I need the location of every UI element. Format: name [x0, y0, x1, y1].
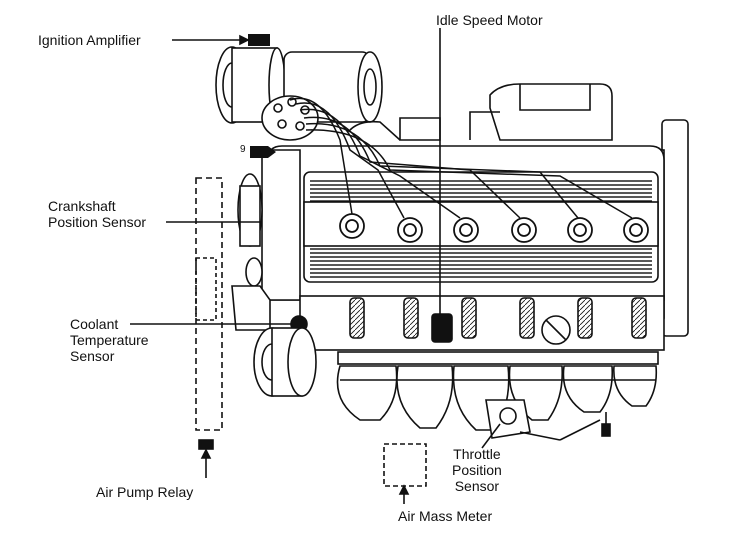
throttle-position-sensor-label: Throttle Position Sensor [452, 446, 502, 494]
spark-plugs [339, 213, 365, 239]
throttle-label-line1: Throttle [453, 446, 501, 462]
crankshaft-label-line2: Position Sensor [48, 214, 147, 230]
air-pump-relay-label: Air Pump Relay [96, 484, 194, 500]
intake-plenum [489, 83, 613, 141]
air-pump-relay-body [198, 439, 214, 450]
coolant-temperature-sensor-label: Coolant Temperature Sensor [70, 316, 149, 364]
fuel-injectors [349, 297, 647, 339]
timing-cover [261, 149, 301, 301]
intake-manifold [336, 365, 658, 431]
idle-speed-motor-body [431, 313, 453, 343]
idle-speed-motor-label: Idle Speed Motor [436, 12, 543, 28]
air-mass-meter-outline [383, 443, 427, 487]
coolant-label-line1: Coolant [70, 316, 119, 332]
coolant-label-line2: Temperature [70, 332, 149, 348]
crankshaft-label-line1: Crankshaft [48, 198, 116, 214]
distributor [261, 95, 319, 141]
fuel-rail [337, 351, 659, 365]
coolant-label-line3: Sensor [70, 348, 115, 364]
small-marker-label: 9 [240, 144, 246, 155]
radiator-fan-outline [195, 177, 223, 431]
ignition-leads [289, 97, 633, 219]
ignition-amplifier-label: Ignition Amplifier [38, 32, 141, 48]
crankshaft-position-sensor-label: Crankshaft Position Sensor [48, 198, 146, 230]
throttle-label-line3: Sensor [454, 478, 500, 494]
flywheel-housing [661, 119, 689, 337]
leader-throttle [481, 423, 501, 449]
fan-hub [195, 257, 217, 321]
throttle-label-line2: Position [452, 462, 502, 478]
marker-box [250, 146, 268, 158]
ignition-amplifier-body [248, 34, 270, 46]
air-mass-meter-label: Air Mass Meter [398, 508, 493, 524]
